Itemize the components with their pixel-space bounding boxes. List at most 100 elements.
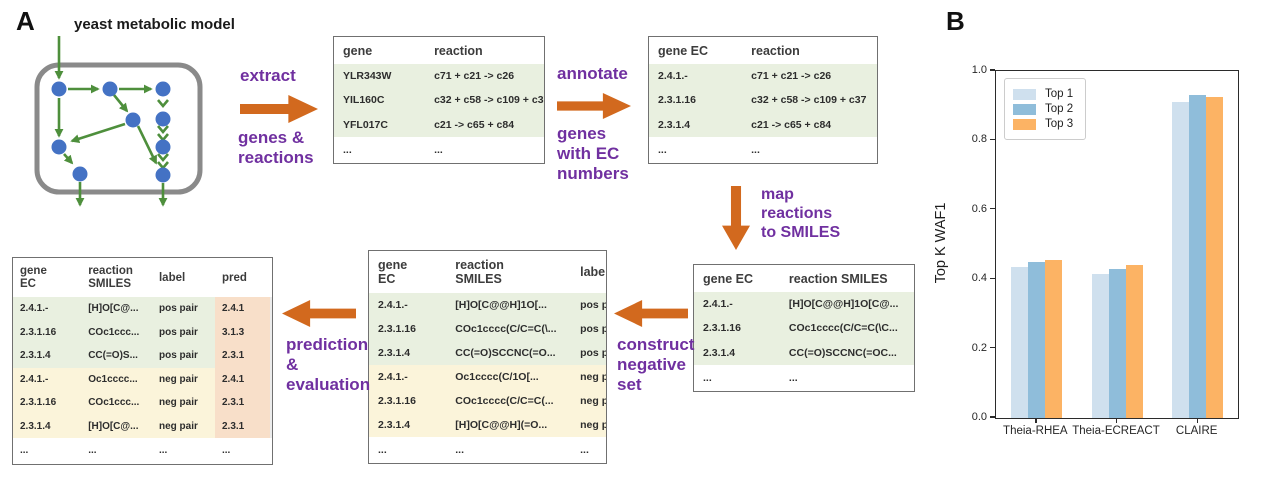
bar-top-3-theia-ecreact (1125, 265, 1143, 418)
table-cell: ... (446, 437, 572, 464)
table-cell: neg pair (151, 391, 215, 415)
legend-swatch-top-2 (1013, 103, 1036, 115)
table-cell: ... (81, 438, 152, 465)
table-cell: 2.3.1.4 (12, 344, 82, 368)
metabolic-network-diagram (34, 36, 203, 207)
table-cell: COc1cccc(C/C=C(... (446, 389, 572, 414)
table-row: ...... (648, 136, 878, 164)
y-tick-mark (990, 208, 995, 210)
table-cell: tn (270, 391, 273, 415)
diagram-title: yeast metabolic model (74, 16, 235, 33)
table-row: ............... (12, 438, 273, 465)
table-cell: fp (270, 367, 273, 392)
y-tick-mark (990, 346, 995, 349)
bar-top-1-theia-rhea (1010, 267, 1028, 418)
y-tick-mark (990, 416, 995, 418)
cell-boundary (34, 62, 203, 195)
y-tick-label: 0.4 (971, 272, 987, 285)
table-cell: COc1cccc(C/C=C(\C... (779, 316, 915, 341)
legend-label: Top 3 (1045, 118, 1074, 130)
table-cell: ... (571, 437, 607, 464)
table-cell: ... (368, 437, 447, 464)
table-cell: c21 -> c65 + c84 (425, 112, 545, 137)
table-cell: c32 + c58 -> c109 + c37 (425, 88, 545, 113)
table-cell: 2.3.1.16 (368, 389, 447, 414)
table-cell: 2.3.1 (214, 414, 271, 439)
table-cell: ... (12, 438, 82, 465)
table-cell: 2.3.1.16 (368, 316, 447, 341)
extract-arrow-icon (240, 95, 318, 123)
table-cell: ... (425, 136, 545, 164)
step-extract-label-bottom: genes & reactions (238, 128, 314, 168)
table-cell: YIL160C (333, 88, 426, 113)
table-cell: 2.4.1.- (368, 292, 447, 317)
y-axis-label: Top K WAF1 (933, 202, 949, 284)
table-cell: pos pair (571, 316, 607, 341)
table-cell: neg pair (571, 413, 607, 438)
table-cell: [H]O[C@@H]1O[C@... (779, 292, 915, 317)
table-cell: 2.3.1.4 (368, 413, 447, 438)
bar-top-1-theia-ecreact (1091, 274, 1109, 418)
step-prediction-label: prediction & evaluation (286, 335, 371, 395)
step-map-label: map reactions to SMILES (761, 186, 841, 241)
table-cell: pos pair (151, 320, 215, 345)
column-header: eval (270, 257, 273, 298)
table-cell: c21 -> c65 + c84 (742, 112, 878, 137)
table-cell: pos pair (151, 297, 215, 321)
table-cell: YLR343W (333, 64, 426, 89)
bar-top-2-theia-ecreact (1108, 268, 1126, 418)
table-cell: COc1ccc... (81, 391, 152, 415)
x-tick-label: Theia-RHEA (1003, 425, 1068, 437)
column-header: reaction (425, 36, 545, 65)
column-header: reaction (742, 36, 878, 65)
table-cell: neg pair (571, 364, 607, 389)
y-tick-label: 0.2 (971, 341, 987, 354)
table-row: 2.4.1.-Oc1cccc(C/1O[...neg pair (368, 364, 607, 389)
table-row: ......... (368, 437, 607, 464)
bar-top-1-claire (1172, 102, 1190, 418)
table-cell: CC(=O)SCCNC(=OC... (779, 340, 915, 365)
table-cell: 2.3.1.16 (648, 88, 743, 113)
legend-label: Top 1 (1045, 88, 1074, 100)
table-cell: 2.3.1.4 (368, 340, 447, 365)
table-cell: Oc1cccc... (81, 367, 152, 392)
table-row: 2.4.1.-c71 + c21 -> c26 (648, 64, 878, 89)
table-row: 2.4.1.-[H]O[C@@H]1O[C@... (693, 292, 915, 317)
step-annotate-label-top: annotate (557, 64, 628, 83)
step-extract-label-top: extract (240, 66, 296, 85)
y-tick-label: 0.6 (971, 202, 987, 215)
table-cell: 2.4.1 (214, 297, 271, 321)
table-cell: 2.3.1 (214, 344, 271, 368)
table-cell: ... (693, 364, 780, 392)
table-row: ...... (693, 364, 915, 392)
step-construct-label: construct negative set (617, 335, 695, 395)
legend: Top 1 Top 2 Top 3 (1004, 78, 1087, 140)
panel-b-label: B (946, 6, 966, 36)
x-tick-label: CLAIRE (1175, 425, 1218, 437)
table-cell: ... (648, 136, 743, 164)
step-annotate-label-bottom: genes with EC numbers (557, 124, 629, 184)
column-header: gene (333, 36, 426, 65)
legend-label: Top 2 (1045, 103, 1074, 115)
table-cell: 2.3.1.4 (648, 112, 743, 137)
annotate-arrow-icon (557, 93, 631, 119)
table-cell: 2.3.1.4 (693, 340, 780, 365)
column-header: pred (214, 257, 271, 298)
table-cell: 2.4.1.- (12, 367, 82, 392)
map-arrow-icon (722, 186, 750, 250)
table-cell: [H]O[C@... (81, 414, 152, 439)
y-tick-mark (990, 277, 995, 279)
